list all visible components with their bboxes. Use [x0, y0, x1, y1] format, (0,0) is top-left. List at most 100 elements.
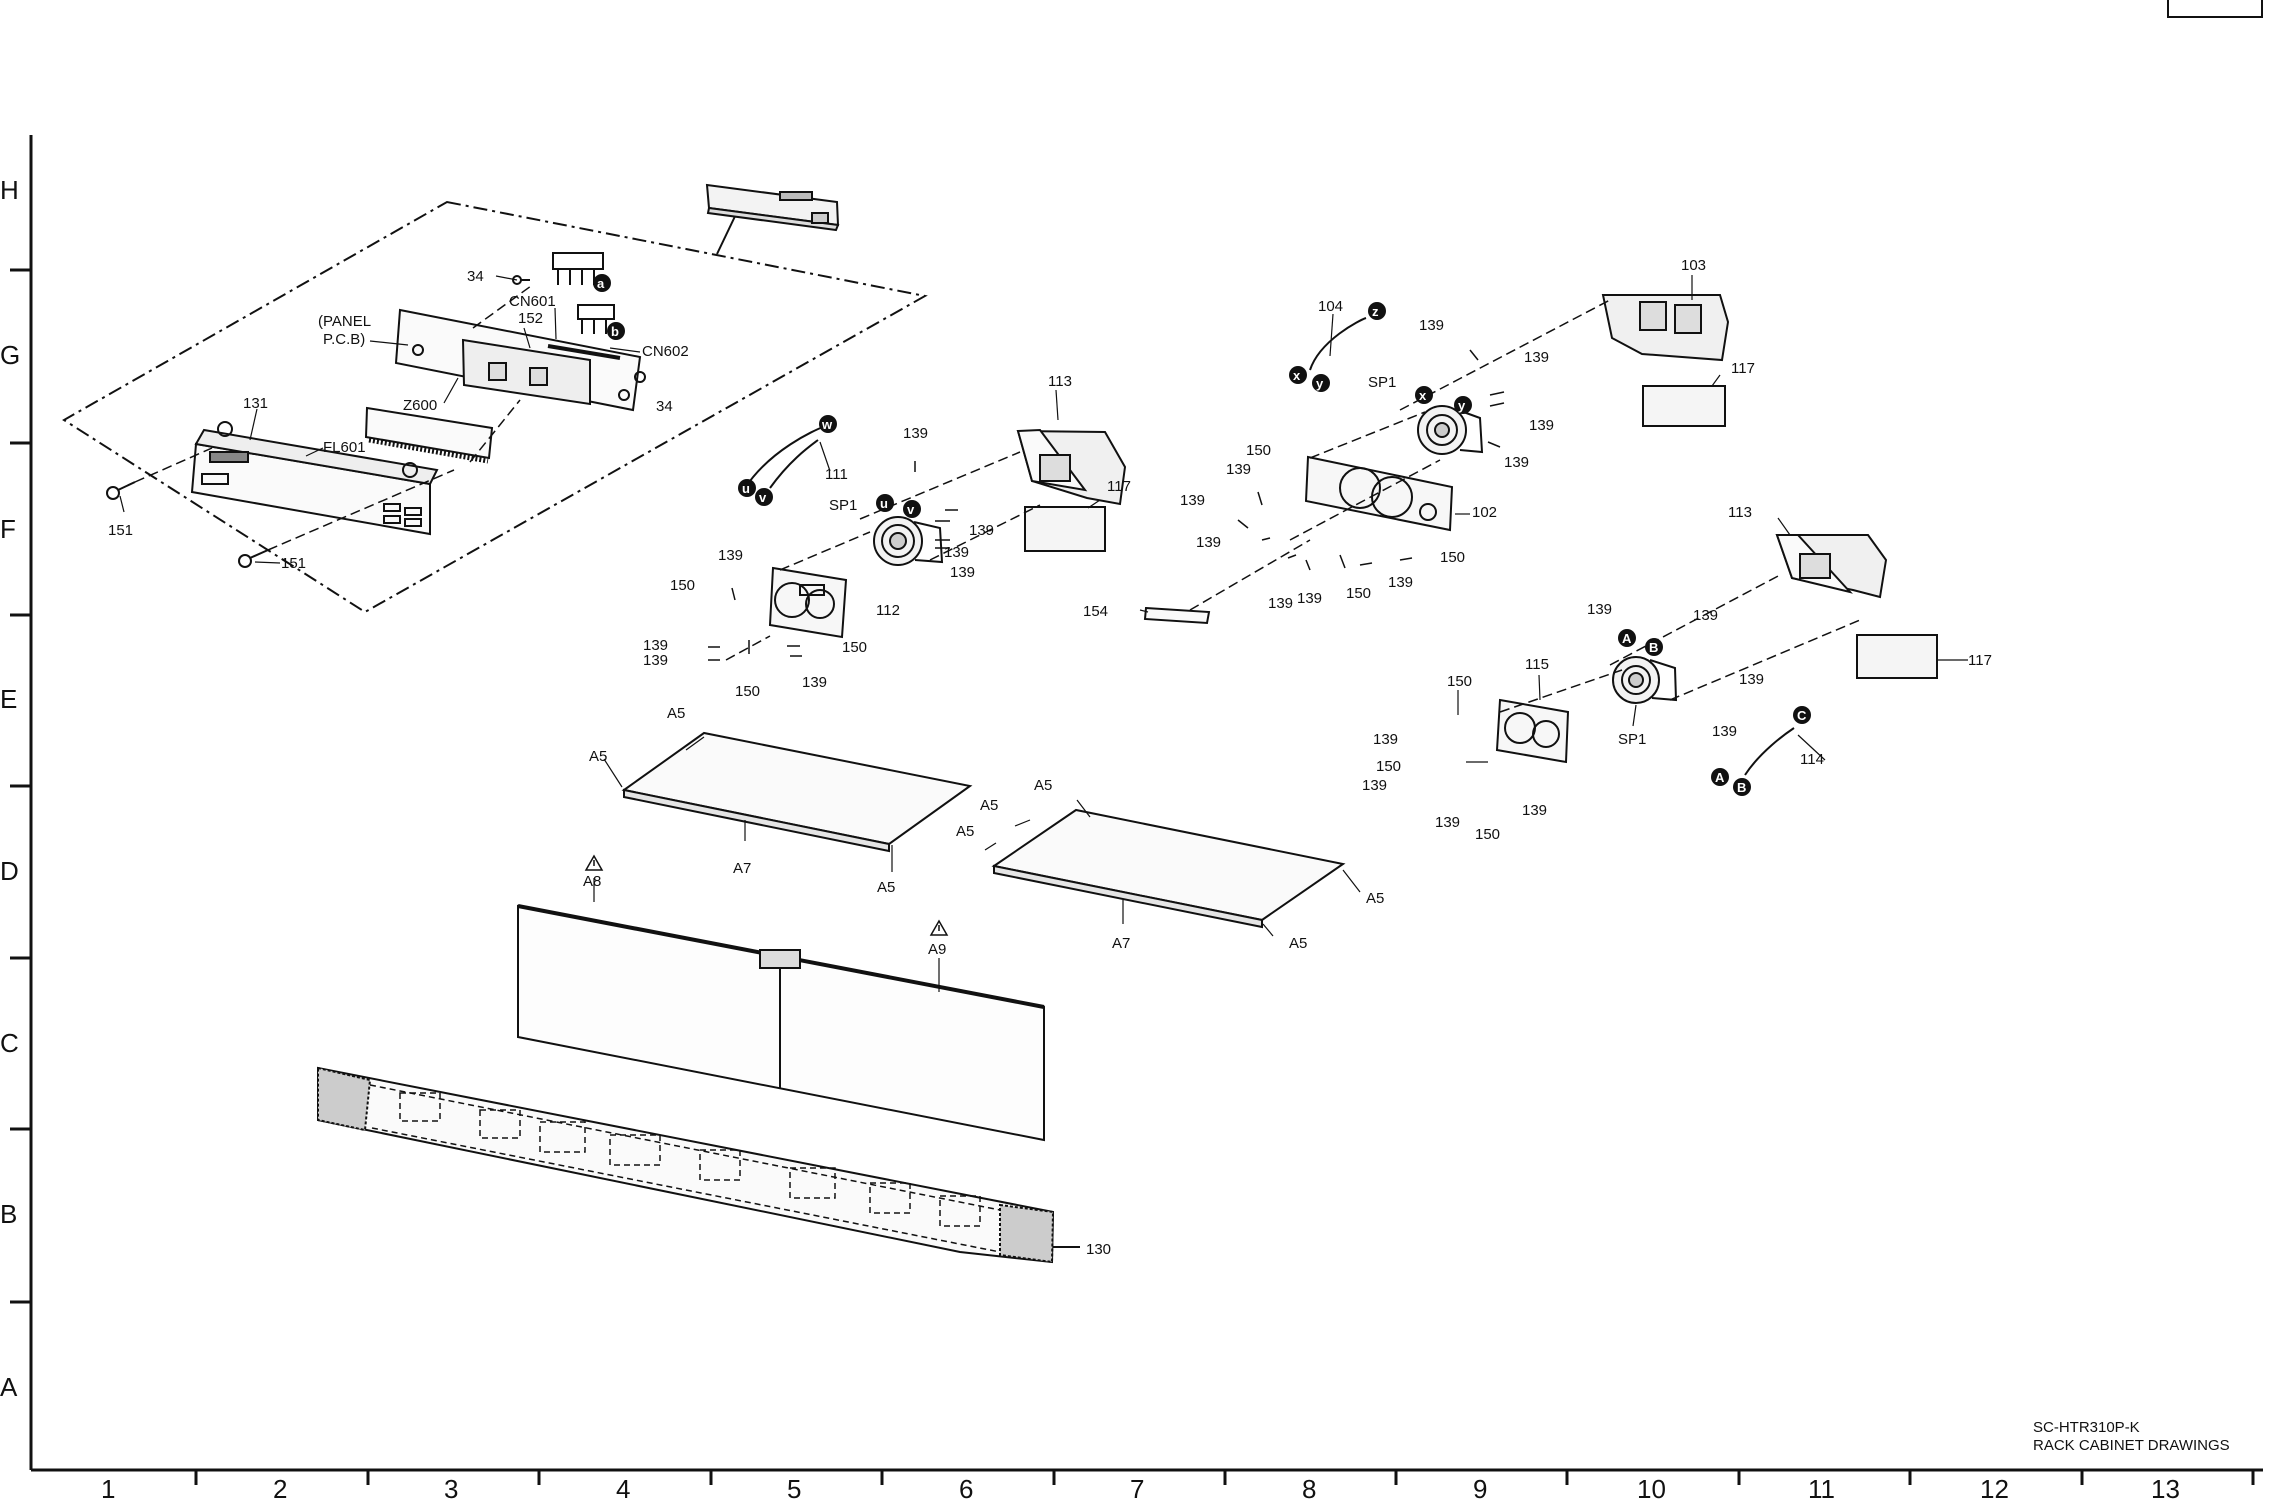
label-a7-a: A7 — [733, 860, 751, 877]
badge-x1: x — [1289, 366, 1307, 384]
badge-y2: y — [1454, 396, 1472, 414]
plate-154 — [1143, 606, 1211, 625]
enclosure-113b — [1775, 534, 1888, 599]
label-150-i: 150 — [1475, 826, 1500, 843]
col-label-1: 1 — [101, 1474, 115, 1504]
label-150-c: 150 — [735, 683, 760, 700]
label-150-h: 150 — [1376, 758, 1401, 775]
label-139-s: 139 — [1587, 601, 1612, 618]
badge-w: w — [819, 415, 837, 433]
label-panel-1: (PANEL — [318, 313, 371, 330]
badge-u1: u — [738, 479, 756, 497]
label-139-b: 139 — [969, 522, 994, 539]
label-139-m: 139 — [1504, 454, 1529, 471]
box-117c — [1856, 634, 1938, 679]
col-label-7: 7 — [1130, 1474, 1144, 1504]
warning-icon-a8 — [584, 854, 604, 871]
svg-text:B: B — [1737, 780, 1746, 795]
col-label-8: 8 — [1302, 1474, 1316, 1504]
label-sp1-c: SP1 — [1618, 731, 1646, 748]
label-104: 104 — [1318, 298, 1343, 315]
badge-x2: x — [1415, 386, 1433, 404]
box-117b — [1642, 385, 1726, 427]
center-speaker-unit — [708, 426, 1127, 661]
row-labels: H G F E D C B A — [0, 175, 20, 1402]
label-150-g: 150 — [1447, 673, 1472, 690]
label-139-v: 139 — [1712, 723, 1737, 740]
driver-sp1b — [1417, 405, 1484, 455]
top-pcb-part — [705, 183, 840, 232]
enclosure-103 — [1601, 294, 1730, 362]
model-number: SC-HTR310P-K — [2033, 1419, 2140, 1436]
badge-v2: v — [903, 500, 921, 518]
col-label-3: 3 — [444, 1474, 458, 1504]
front-panel — [190, 421, 439, 536]
label-139-f: 139 — [643, 637, 668, 654]
label-103: 103 — [1681, 257, 1706, 274]
label-113-b: 113 — [1728, 504, 1752, 521]
label-34-a: 34 — [467, 268, 484, 285]
label-a5-d: A5 — [877, 879, 895, 896]
label-z600: Z600 — [403, 397, 437, 414]
grid-frame — [10, 135, 2263, 1485]
svg-text:w: w — [821, 417, 833, 432]
label-panel-2: P.C.B) — [323, 331, 365, 348]
screw-151a — [106, 481, 136, 500]
label-115: 115 — [1525, 656, 1549, 673]
svg-text:u: u — [742, 481, 750, 496]
col-label-4: 4 — [616, 1474, 630, 1504]
label-34-b: 34 — [656, 398, 673, 415]
label-139-l: 139 — [1226, 461, 1251, 478]
label-111: 111 — [825, 466, 848, 483]
svg-text:a: a — [597, 276, 605, 291]
row-label-g: G — [0, 340, 20, 370]
badge-v1: v — [755, 488, 773, 506]
driver-sp1c — [1612, 656, 1678, 704]
svg-text:y: y — [1316, 376, 1324, 391]
label-139-d: 139 — [950, 564, 975, 581]
svg-text:z: z — [1372, 304, 1379, 319]
row-label-a: A — [0, 1372, 18, 1402]
right-speaker-unit — [1495, 534, 1938, 776]
row-label-b: B — [0, 1199, 17, 1229]
label-150-d: 150 — [1246, 442, 1271, 459]
col-label-2: 2 — [273, 1474, 287, 1504]
label-139-n: 139 — [1180, 492, 1205, 509]
badge-C: C — [1793, 706, 1811, 724]
row-label-h: H — [0, 175, 19, 205]
label-139-x: 139 — [1362, 777, 1387, 794]
shelf-a7-right — [991, 808, 1346, 929]
baffle-112 — [768, 566, 848, 639]
svg-text:y: y — [1458, 398, 1466, 413]
label-fl601: FL601 — [323, 439, 366, 456]
label-139-k: 139 — [1529, 417, 1554, 434]
badge-a: a — [593, 274, 611, 292]
col-label-6: 6 — [959, 1474, 973, 1504]
label-139-i: 139 — [1419, 317, 1444, 334]
svg-text:A: A — [1622, 631, 1632, 646]
label-139-h: 139 — [802, 674, 827, 691]
label-117-a: 117 — [1107, 478, 1131, 495]
label-139-e: 139 — [718, 547, 743, 564]
connector-b — [577, 304, 615, 334]
screws-139-f — [708, 461, 958, 661]
label-113-a: 113 — [1048, 373, 1072, 390]
svg-text:A: A — [1715, 770, 1725, 785]
shelf-a7-left — [621, 731, 973, 853]
row-label-c: C — [0, 1028, 19, 1058]
connector-a — [552, 252, 604, 285]
label-139-r: 139 — [1388, 574, 1413, 591]
label-139-g: 139 — [643, 652, 668, 669]
column-labels: 1 2 3 4 5 6 7 8 9 10 11 12 13 — [101, 1474, 2180, 1504]
svg-text:C: C — [1797, 708, 1807, 723]
label-139-u: 139 — [1739, 671, 1764, 688]
glass-panels — [517, 904, 1045, 1142]
wire-111 — [744, 426, 824, 489]
row-label-f: F — [0, 514, 16, 544]
svg-text:b: b — [611, 324, 619, 339]
label-139-y: 139 — [1435, 814, 1460, 831]
enclosure-113a — [1016, 428, 1127, 506]
warning-icon-a9 — [929, 919, 949, 936]
badge-A1: A — [1618, 629, 1636, 647]
